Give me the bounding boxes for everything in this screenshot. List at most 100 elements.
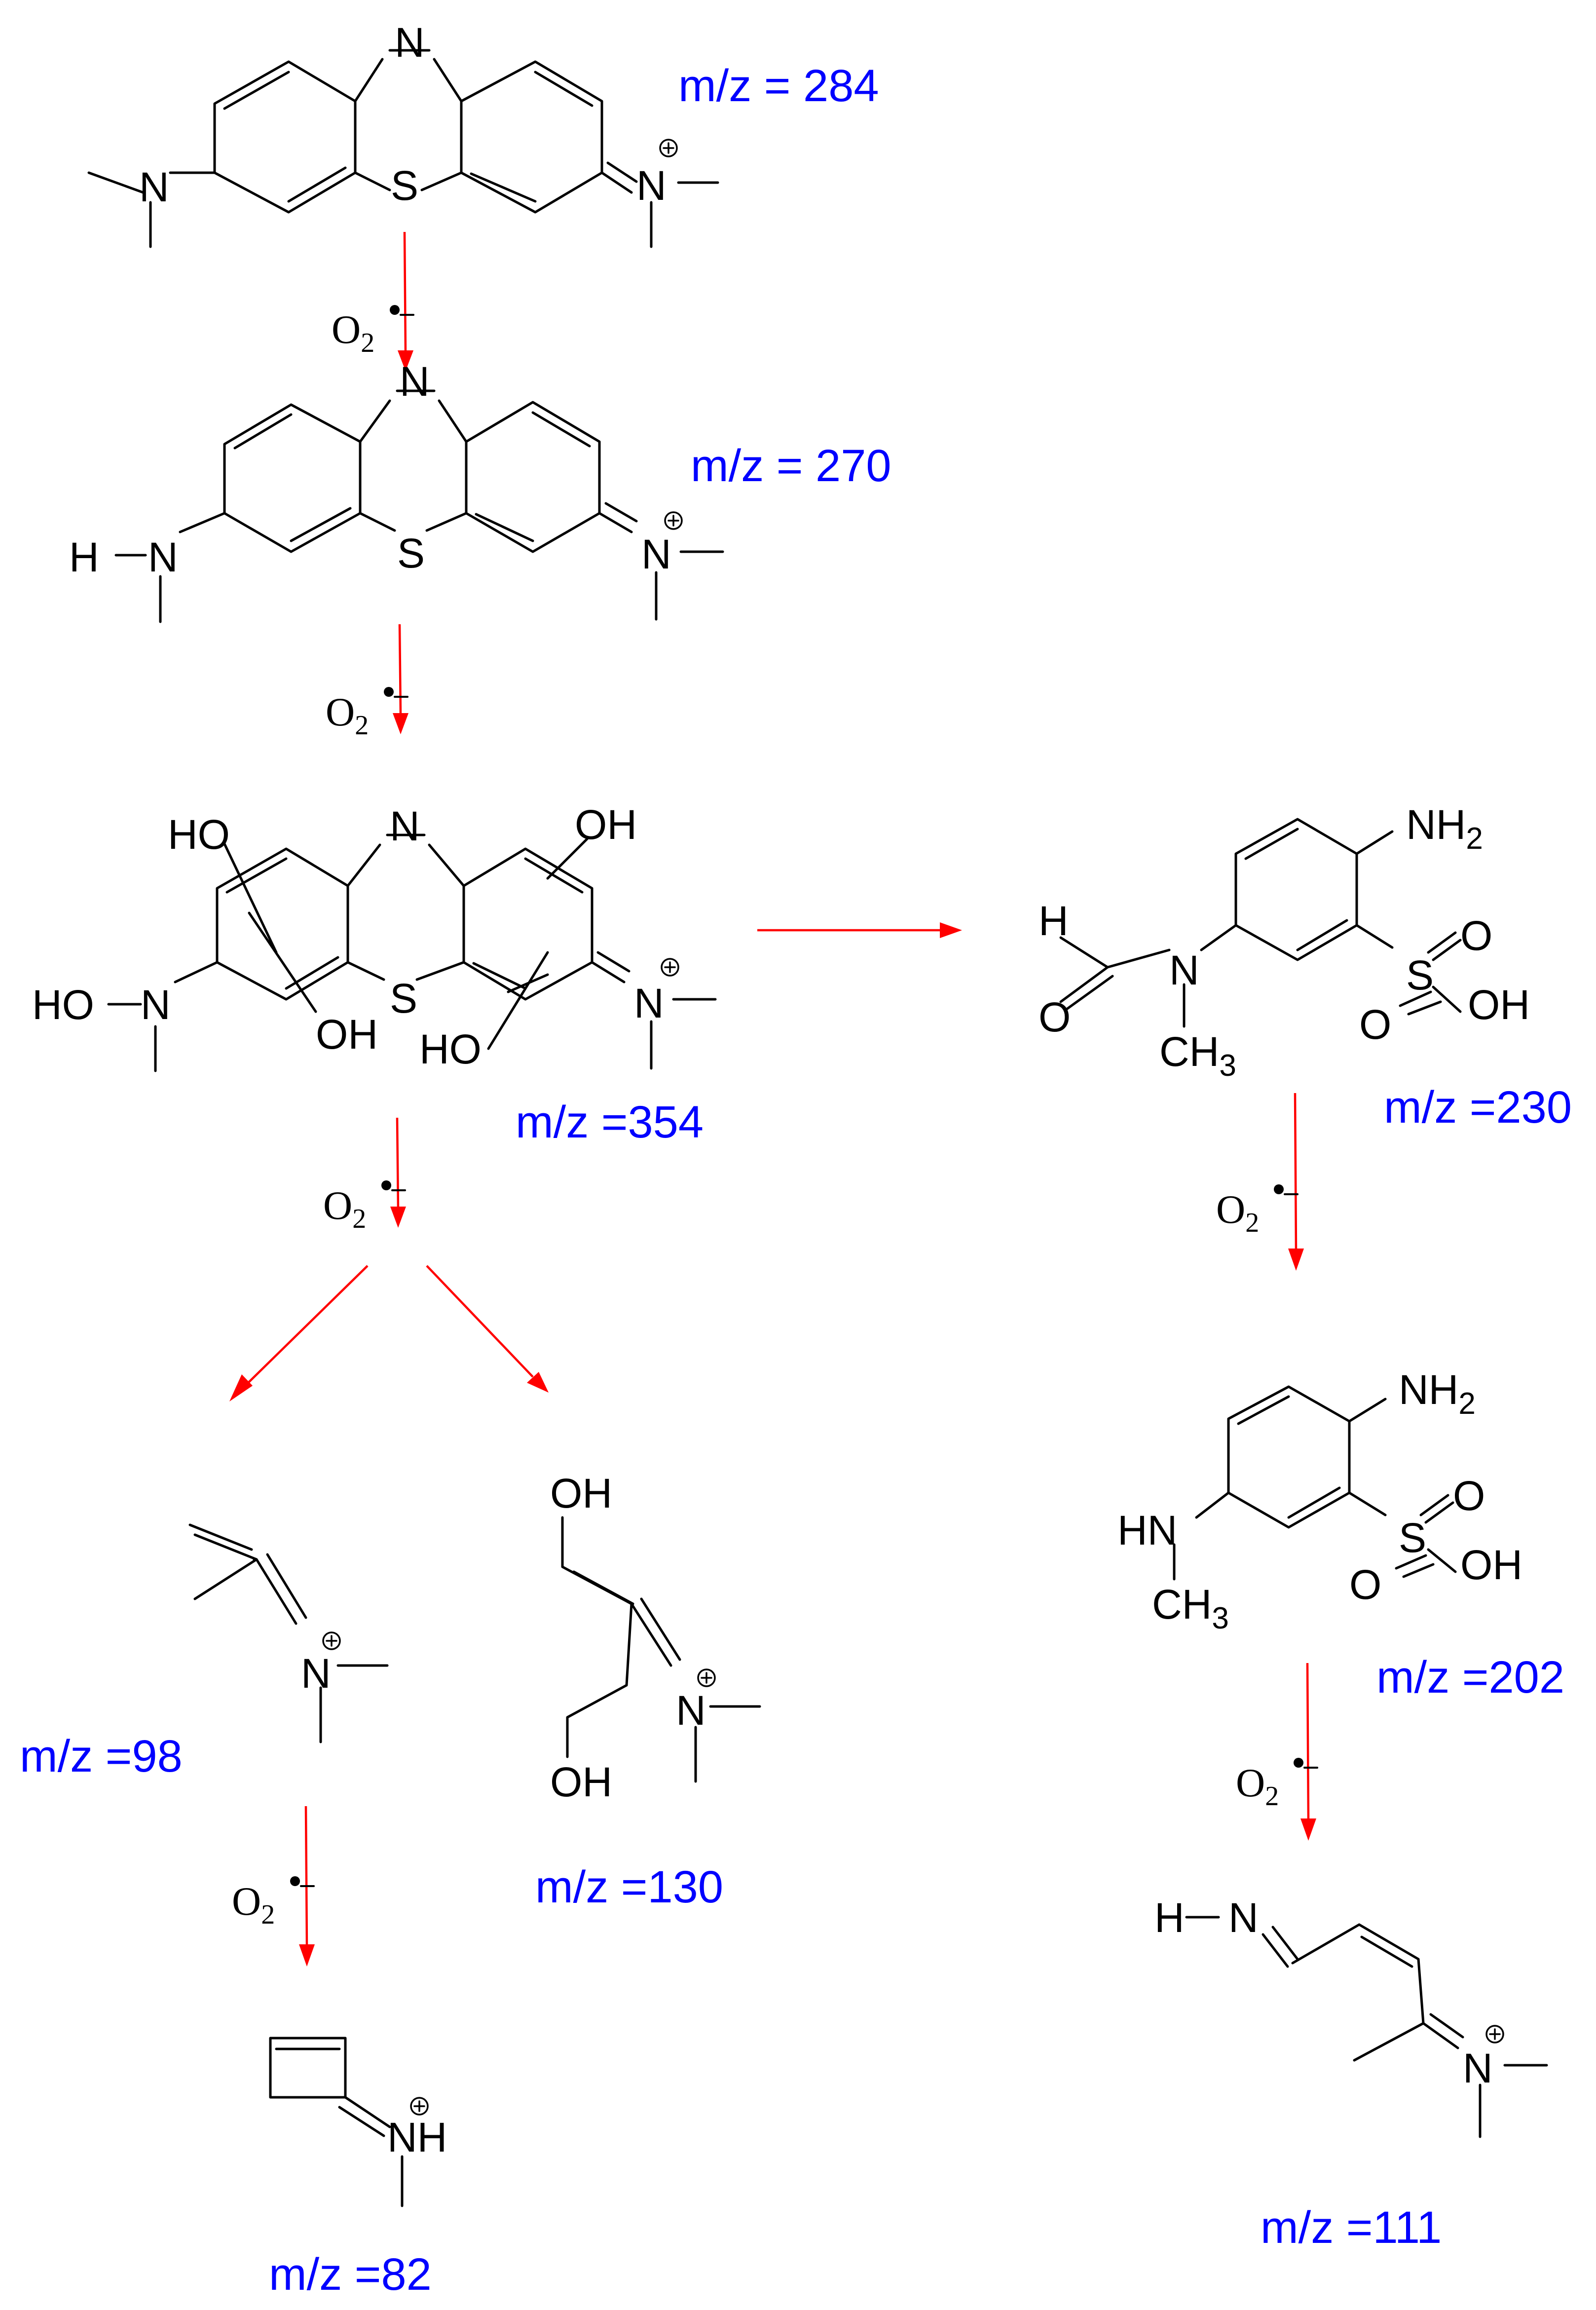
reaction-arrow-4: O2 (232, 1806, 315, 1967)
plus-charge (664, 511, 683, 530)
mz-label-98: m/z =98 (20, 1731, 183, 1781)
atom-S-sulfonyl: S (1399, 1515, 1426, 1561)
atom-N-left: N (148, 534, 178, 580)
compound-202: NH2 HN CH3 S O O OH m/z =202 (1117, 1366, 1564, 1703)
bonds-354 (107, 833, 717, 1072)
arrow-head (398, 350, 413, 371)
bonds-111 (1185, 1916, 1548, 2138)
plus-sign (326, 1635, 337, 1647)
superoxide-label: O2 (232, 1879, 275, 1930)
plus-charge (697, 1668, 716, 1687)
compound-82: NH m/z =82 (269, 2037, 447, 2300)
atom-N: N (301, 1650, 331, 1697)
plus-sign (664, 961, 676, 973)
arrow-line (246, 1265, 369, 1385)
superoxide-label: O2 (332, 307, 374, 358)
atom-O-formyl: O (1039, 994, 1071, 1040)
atom-NH2: NH2 (1399, 1366, 1476, 1421)
reaction-arrow-6: O2 (1236, 1663, 1318, 1841)
arrow-line (426, 1265, 534, 1378)
bonds-284 (87, 49, 719, 248)
mz-label-130: m/z =130 (535, 1862, 723, 1912)
mz-label-230: m/z =230 (1384, 1082, 1572, 1133)
compound-98: N m/z =98 (20, 1523, 389, 1781)
atom-N-left: N (141, 982, 171, 1028)
atom-S-ring: S (397, 530, 425, 576)
atom-CH3: CH3 (1152, 1581, 1229, 1635)
atom-N-right: N (634, 980, 664, 1026)
superoxide-label: O2 (1236, 1760, 1279, 1812)
bonds-270 (114, 389, 724, 623)
atom-HO-left: HO (32, 982, 94, 1028)
atom-N-ring: N (400, 358, 430, 405)
reaction-arrow-split-left (229, 1265, 369, 1401)
atom-H: H (1154, 1894, 1185, 1941)
arrow-line (403, 231, 407, 353)
radical-dot (384, 687, 394, 697)
compound-230: NH2 H O N CH3 S O O OH m/z =230 (1039, 801, 1572, 1133)
atom-N-right: N (641, 531, 671, 577)
reaction-arrow-2: O2 (326, 624, 408, 741)
arrow-head (527, 1372, 549, 1393)
plus-charge (659, 139, 678, 157)
superoxide-label: O2 (326, 689, 369, 741)
atom-N-ring: N (395, 19, 425, 66)
bonds-130 (561, 1516, 761, 1783)
plus-charge (661, 958, 679, 977)
arrow-head (299, 1944, 315, 1967)
atom-N-right: N (636, 162, 667, 209)
compound-354: N S HO OH OH HO HO N N m/z =354 (32, 801, 717, 1147)
atom-N-left: N (139, 164, 169, 210)
compound-111: H N N m/z =111 (1154, 1894, 1548, 2253)
mz-label-284: m/z = 284 (678, 61, 879, 111)
atom-HO-top-left: HO (168, 811, 230, 858)
reaction-arrow-5: O2 (1216, 1093, 1304, 1271)
superoxide-label: O2 (1216, 1187, 1259, 1238)
plus-charge (1485, 2025, 1504, 2044)
atom-N-amide: N (1169, 947, 1199, 993)
arrow-head (1300, 1818, 1316, 1841)
arrow-head (393, 713, 408, 734)
arrow-head (229, 1374, 253, 1401)
mz-label-111: m/z =111 (1261, 2202, 1442, 2253)
atom-O-sulfonyl-top: O (1460, 912, 1492, 959)
bonds-98 (188, 1523, 389, 1743)
radical-dot (1294, 1758, 1303, 1768)
reaction-arrow-split-right (426, 1265, 549, 1393)
radical-dot (390, 305, 400, 315)
atom-O-sulfonyl-left: O (1359, 1001, 1391, 1048)
atom-N-iminium: N (1463, 2045, 1493, 2091)
atom-O-sulfonyl-left: O (1349, 1561, 1381, 1608)
atom-OH-top-right: OH (575, 801, 637, 848)
radical-dot (381, 1180, 391, 1190)
atom-OH-top: OH (550, 1470, 612, 1516)
arrow-line (396, 1117, 400, 1210)
mz-label-202: m/z =202 (1376, 1652, 1564, 1703)
bonds-202 (1173, 1385, 1457, 1581)
arrow-line (1306, 1663, 1310, 1821)
arrow-head (1288, 1249, 1304, 1271)
reaction-arrow-right (757, 922, 962, 938)
atom-HN: HN (1117, 1507, 1177, 1553)
bonds-230 (1059, 818, 1462, 1028)
arrow-line (304, 1806, 308, 1947)
atom-S-ring: S (390, 975, 417, 1022)
arrow-head (940, 922, 962, 938)
compound-284: N S N N m/z = 284 (87, 19, 879, 248)
plus-charge (410, 2097, 429, 2116)
plus-sign (1489, 2028, 1501, 2040)
reaction-arrow-3: O2 (323, 1117, 406, 1234)
atom-N-ring: N (390, 803, 420, 849)
bonds-82 (269, 2037, 404, 2207)
radical-dot (1274, 1184, 1284, 1194)
arrow-line (1294, 1093, 1298, 1251)
arrow-line (398, 624, 402, 716)
plus-sign (701, 1672, 712, 1684)
atom-NH: NH (387, 2114, 447, 2160)
mz-label-270: m/z = 270 (691, 441, 891, 491)
arrow-head (390, 1207, 406, 1228)
plus-sign (663, 142, 674, 154)
atom-S-sulfonyl: S (1406, 952, 1434, 998)
superoxide-label: O2 (323, 1183, 366, 1234)
